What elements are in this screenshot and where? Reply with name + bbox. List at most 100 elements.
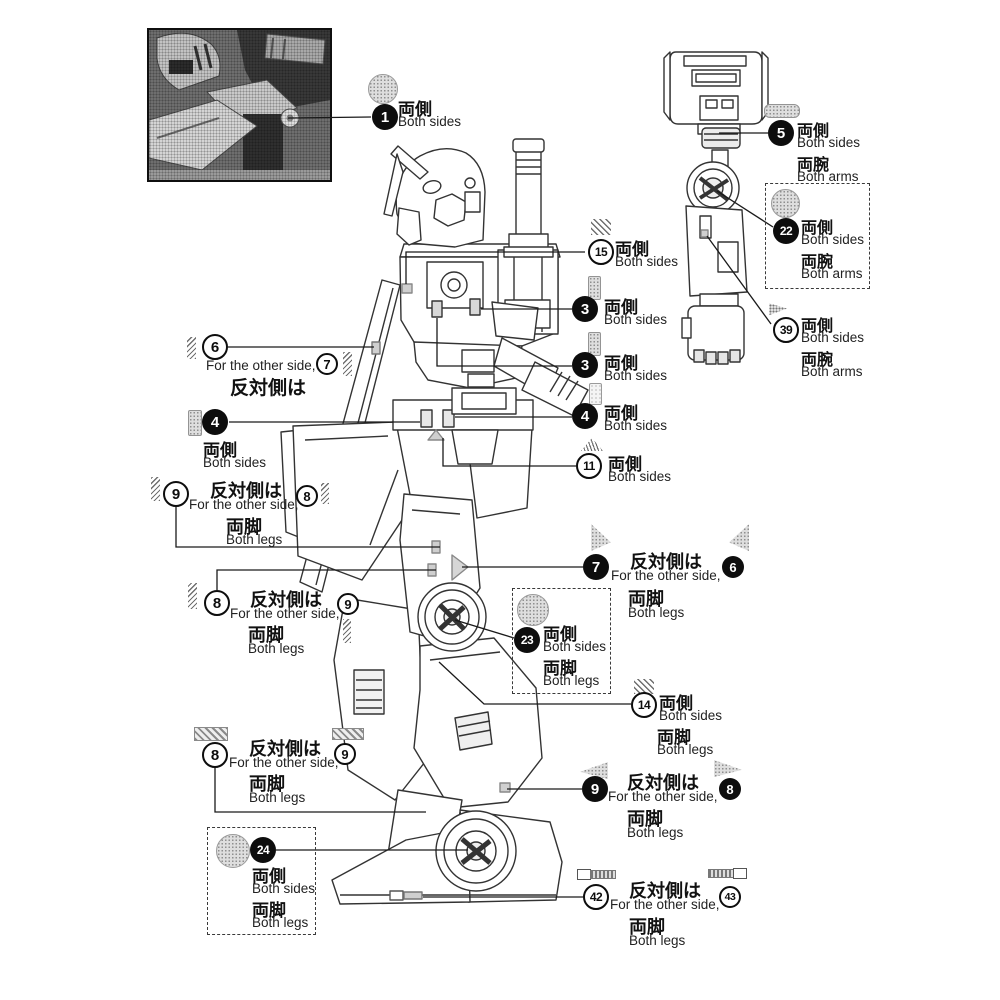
spray-sticker-icon <box>769 303 787 316</box>
label-jp: 両脚 <box>629 917 665 937</box>
label-jp: 反対側は <box>630 552 702 572</box>
label-jp: 両側 <box>797 123 830 140</box>
callout-badge: 14 <box>631 692 657 718</box>
back-leg <box>333 597 426 801</box>
label-en: For the other side, <box>229 755 339 770</box>
label-en: Both sides <box>203 455 267 470</box>
dashed-group-box <box>512 588 611 694</box>
label-en: For the other side, <box>189 497 299 512</box>
diagonal-hatch-sticker-icon <box>634 679 654 694</box>
ref-badge: 7 <box>316 353 338 375</box>
tread-strip-sticker-icon <box>708 869 734 878</box>
label-en: Both arms <box>797 169 859 184</box>
hatch-strip-sticker-icon <box>321 483 329 504</box>
label-jp: 両側 <box>659 694 693 713</box>
ref-badge: 43 <box>719 886 741 908</box>
label-jp: 反対側は <box>210 481 282 501</box>
label-en: Both sides <box>604 312 668 327</box>
gray-circle-sticker-icon <box>368 74 398 104</box>
hatch-strip-sticker-icon <box>187 337 196 359</box>
label-en: Both legs <box>248 641 305 656</box>
label-jp: 両側 <box>608 455 642 474</box>
knee-joint <box>417 582 487 652</box>
ref-badge: 8 <box>296 485 318 507</box>
label-jp: 反対側は <box>629 881 701 901</box>
leader-lines <box>175 116 774 898</box>
callout-badge: 3 <box>572 296 598 322</box>
label-en: Both legs <box>629 933 686 948</box>
label-en: Both arms <box>801 364 863 379</box>
label-en: Both sides <box>604 368 668 383</box>
callout-badge: 5 <box>768 120 794 146</box>
label-jp: 両脚 <box>628 589 664 609</box>
tread-strip-sticker-icon <box>577 869 591 880</box>
label-jp: 両脚 <box>248 625 284 645</box>
tread-strip-sticker-icon <box>590 870 616 879</box>
label-en: Both sides <box>615 254 679 269</box>
shield-back-slab <box>299 279 401 593</box>
label-jp: 両脚 <box>249 774 285 794</box>
ref-badge: 9 <box>334 743 356 765</box>
label-en: For the other side, <box>206 358 316 373</box>
dashed-group-box <box>207 827 316 935</box>
label-en: Both sides <box>659 708 723 723</box>
outline-rect-sticker-icon <box>589 383 602 405</box>
dashed-group-box <box>765 183 870 289</box>
gray-triangle-sticker-icon <box>591 524 611 551</box>
callout-badge: 9 <box>163 481 189 507</box>
callout-badge: 9 <box>582 776 608 802</box>
label-jp: 反対側は <box>627 773 699 793</box>
gray-rect-sticker-icon <box>588 276 601 300</box>
label-en: Both sides <box>608 469 672 484</box>
gray-rect-sticker-icon <box>588 332 601 356</box>
label-jp: 両側 <box>604 404 638 423</box>
label-jp: 両側 <box>604 298 638 317</box>
label-jp: 両側 <box>604 354 638 373</box>
caution-strip-sticker-icon <box>194 727 228 741</box>
label-jp: 両腕 <box>801 352 834 369</box>
label-jp: 両側 <box>203 441 237 460</box>
photo-inset <box>147 28 332 182</box>
label-jp: 両脚 <box>627 809 663 829</box>
label-jp: 反対側は <box>249 739 321 759</box>
hatch-strip-sticker-icon <box>343 619 351 643</box>
callout-badge: 7 <box>583 554 609 580</box>
label-en: For the other side, <box>608 789 718 804</box>
gray-triangle-sticker-icon <box>580 762 608 779</box>
label-en: For the other side, <box>230 606 340 621</box>
photo-content <box>149 30 330 180</box>
callout-badge: 15 <box>588 239 614 265</box>
label-en: For the other side, <box>611 568 721 583</box>
head <box>383 145 486 248</box>
gray-triangle-sticker-icon <box>714 760 742 777</box>
hatch-strip-sticker-icon <box>343 352 352 376</box>
callout-badge: 11 <box>576 453 602 479</box>
ankle-joint <box>435 810 517 892</box>
label-en: Both legs <box>628 605 685 620</box>
label-en: Both sides <box>398 114 462 129</box>
label-en: Both legs <box>657 742 714 757</box>
callout-badge: 1 <box>372 104 398 130</box>
hatch-strip-sticker-icon <box>151 477 160 501</box>
ref-badge: 6 <box>722 556 744 578</box>
label-en: Both legs <box>226 532 283 547</box>
ref-badge: 9 <box>337 593 359 615</box>
ref-badge: 8 <box>719 778 741 800</box>
label-en: Both legs <box>249 790 306 805</box>
tread-strip-sticker-icon <box>733 868 747 879</box>
callout-badge: 4 <box>572 403 598 429</box>
callout-badge: 8 <box>204 590 230 616</box>
waist <box>392 399 534 465</box>
diagonal-hatch-sticker-icon <box>591 219 611 235</box>
arm-and-rifle <box>491 301 589 417</box>
label-jp: 反対側は <box>230 378 307 399</box>
foot <box>331 789 563 905</box>
fan-hatch-sticker-icon <box>581 438 603 451</box>
callout-badge: 42 <box>583 884 609 910</box>
hatch-strip-sticker-icon <box>188 583 197 609</box>
arm-assembly <box>663 51 769 365</box>
label-en: Both sides <box>801 330 865 345</box>
label-jp: 両側 <box>398 100 432 119</box>
callout-badge: 4 <box>202 409 228 435</box>
